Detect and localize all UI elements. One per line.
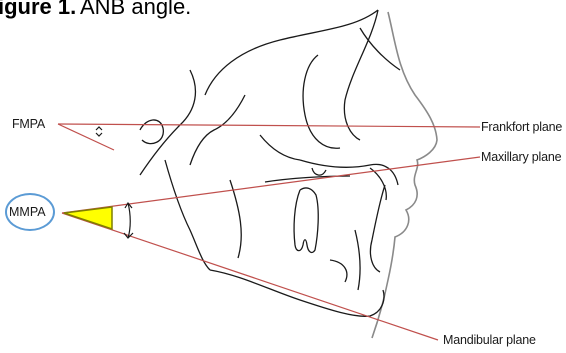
pterygoid-line bbox=[165, 160, 210, 270]
maxillary-plane-line bbox=[62, 157, 480, 213]
hyoid-line bbox=[330, 260, 347, 282]
fmpa-label: FMPA bbox=[12, 117, 45, 131]
molar-tooth bbox=[294, 188, 318, 253]
palate-line bbox=[265, 176, 350, 182]
mmpa-angle-highlight bbox=[64, 207, 112, 229]
fmpa-angle-line bbox=[58, 124, 114, 150]
mandible-outline bbox=[210, 270, 384, 316]
mandibular-plane-line bbox=[62, 213, 438, 340]
frankfort-plane-line bbox=[58, 124, 480, 127]
fmpa-arrow-up bbox=[96, 127, 102, 130]
upper-incisor bbox=[370, 168, 386, 200]
mmpa-angle-arc bbox=[128, 203, 130, 238]
mandibular-plane-label: Mandibular plane bbox=[443, 333, 536, 347]
soft-tissue-profile bbox=[372, 12, 437, 338]
maxillary-plane-label: Maxillary plane bbox=[481, 150, 561, 164]
orbit-inner bbox=[360, 28, 400, 70]
lower-incisor bbox=[370, 185, 385, 272]
molar-root bbox=[312, 168, 326, 175]
zygoma-line bbox=[260, 135, 300, 160]
mmpa-label: MMPA bbox=[9, 205, 46, 219]
chin-contour bbox=[355, 230, 360, 290]
fmpa-arrow-down bbox=[96, 133, 102, 136]
orbit-outline bbox=[303, 55, 340, 148]
cranial-vault-outline bbox=[205, 10, 378, 95]
sella-outline bbox=[140, 120, 163, 144]
ramus-line bbox=[230, 180, 241, 258]
sphenoid-line bbox=[140, 70, 195, 175]
frankfort-plane-label: Frankfort plane bbox=[481, 120, 562, 134]
clivus-line bbox=[190, 95, 245, 165]
